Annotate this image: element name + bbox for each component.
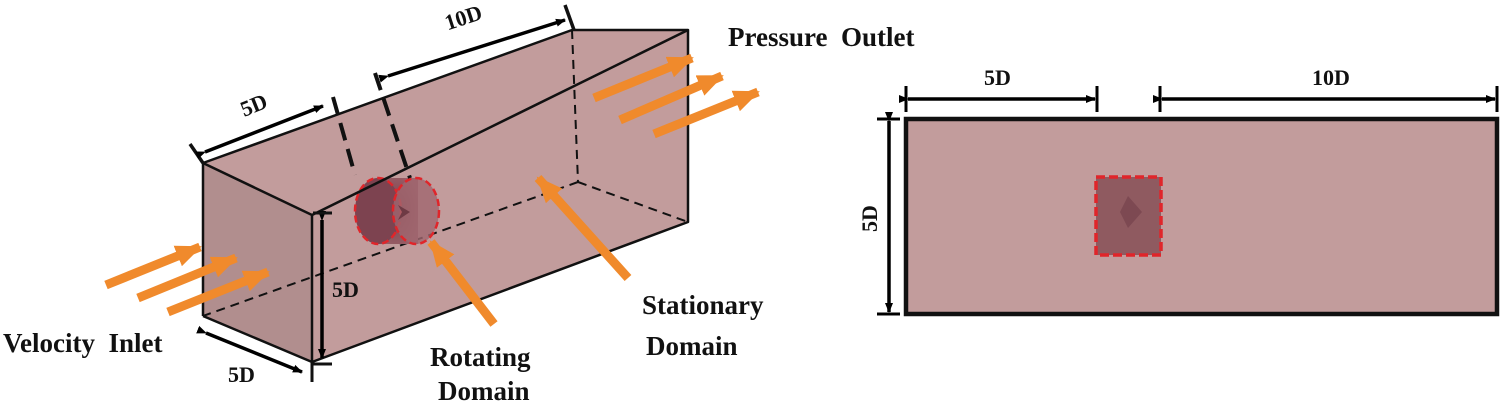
stationary-domain-pointer <box>534 174 632 282</box>
top-view: 5D 10D 5D <box>857 65 1500 317</box>
rotating-domain-pointer <box>427 239 498 327</box>
extension-line <box>373 72 412 179</box>
dim-label-height: 5D <box>332 277 359 302</box>
hidden-edges <box>202 29 689 317</box>
dim-arrow-top-length <box>378 18 566 83</box>
dim-label-height-top-view: 5D <box>857 205 882 232</box>
stationary-domain-rect <box>903 116 1500 317</box>
dim-label-top-length: 10D <box>441 0 485 35</box>
velocity-inlet-label: Velocity Inlet <box>3 328 162 358</box>
extension-line <box>563 4 576 31</box>
stationary-domain-label-line2: Domain <box>646 331 738 361</box>
box-front-face <box>312 30 688 362</box>
dim-label-upstream: 5D <box>984 65 1011 90</box>
dim-label-top-width: 5D <box>237 88 271 121</box>
box-top-face <box>203 30 688 215</box>
rotating-domain-label-line1: Rotating <box>430 342 531 372</box>
extension-line <box>188 143 205 164</box>
inlet-flow-arrows <box>104 242 270 317</box>
pressure-outlet-label: Pressure Outlet <box>728 22 914 52</box>
stationary-domain-label-line1: Stationary <box>642 290 764 320</box>
blade-icon <box>1120 196 1142 228</box>
dim-arrow-top-width <box>195 104 324 159</box>
dim-arrow-bottom-width <box>196 325 303 374</box>
extension-line <box>331 96 357 176</box>
box-side-face <box>203 163 312 362</box>
rotating-domain-label-line2: Domain <box>438 376 530 406</box>
isometric-domain-view: 5D 10D 5D 5D Pressure Outlet Velocity In… <box>3 0 914 406</box>
rotating-domain-cylinder <box>353 176 441 246</box>
outlet-flow-arrows <box>592 53 760 139</box>
dim-label-downstream: 10D <box>1312 65 1350 90</box>
dim-label-bottom-width: 5D <box>228 362 255 387</box>
